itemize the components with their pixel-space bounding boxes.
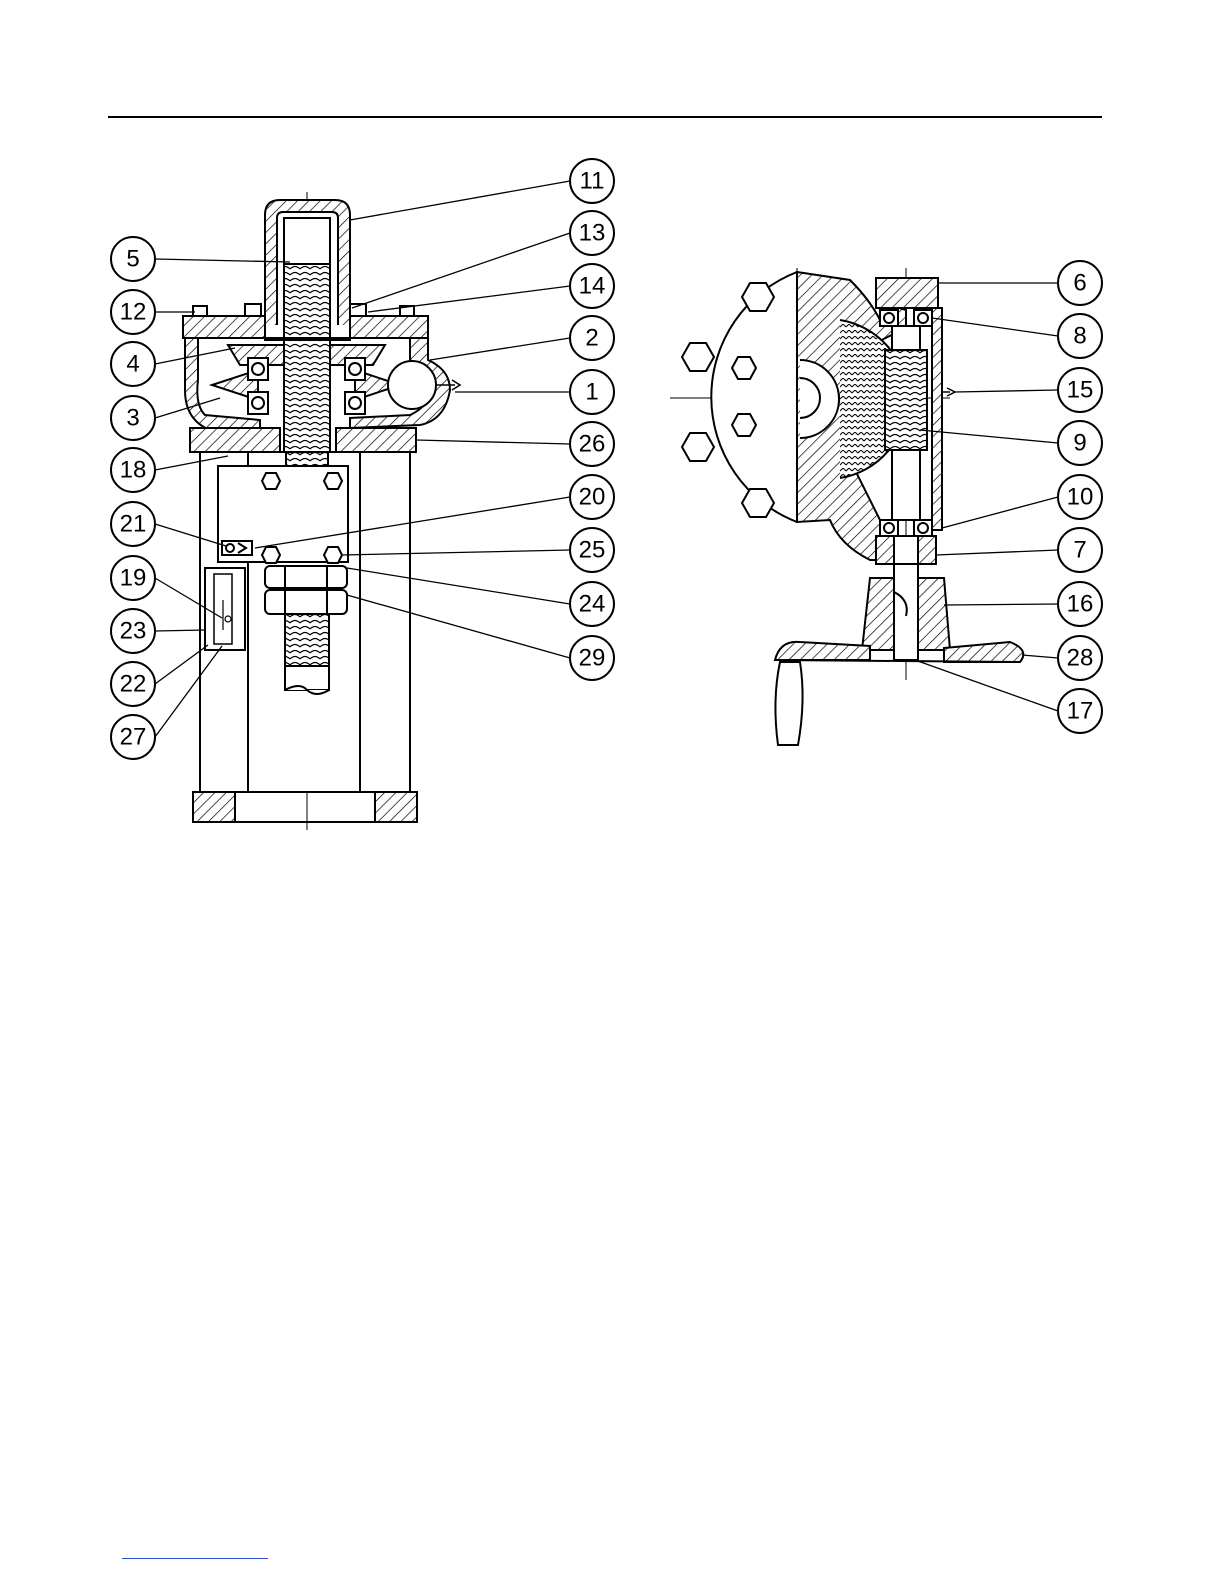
callout-label: 13	[579, 220, 606, 247]
callout-24: 24	[570, 582, 614, 626]
callout-label: 28	[1067, 645, 1094, 672]
callout-label: 29	[579, 645, 606, 672]
callout-label: 27	[120, 724, 147, 751]
callout-label: 8	[1073, 323, 1086, 350]
callout-label: 23	[120, 618, 147, 645]
callout-label: 4	[126, 351, 139, 378]
callout-6: 6	[1058, 261, 1102, 305]
callout-label: 2	[585, 325, 598, 352]
callout-label: 6	[1073, 270, 1086, 297]
callout-25: 25	[570, 528, 614, 572]
callout-2: 2	[570, 316, 614, 360]
callout-label: 16	[1067, 591, 1094, 618]
callout-label: 20	[579, 484, 606, 511]
callout-3: 3	[111, 396, 155, 440]
callout-7: 7	[1058, 528, 1102, 572]
callout-11: 11	[570, 159, 614, 203]
callout-9: 9	[1058, 421, 1102, 465]
left-section-view	[183, 192, 460, 830]
callout-22: 22	[111, 662, 155, 706]
callout-label: 11	[580, 168, 605, 195]
callout-label: 10	[1067, 484, 1094, 511]
callout-label: 9	[1073, 430, 1086, 457]
callout-label: 22	[120, 671, 147, 698]
callout-label: 1	[585, 379, 598, 406]
callout-label: 15	[1067, 377, 1094, 404]
callout-label: 17	[1067, 698, 1094, 725]
callout-label: 5	[126, 246, 139, 273]
callout-label: 19	[120, 565, 147, 592]
callout-29: 29	[570, 636, 614, 680]
callout-12: 12	[111, 290, 155, 334]
callout-4: 4	[111, 342, 155, 386]
callout-19: 19	[111, 556, 155, 600]
right-section-view	[670, 268, 1023, 745]
callout-21: 21	[111, 502, 155, 546]
callout-16: 16	[1058, 582, 1102, 626]
callout-23: 23	[111, 609, 155, 653]
callout-label: 3	[126, 405, 139, 432]
callout-20: 20	[570, 475, 614, 519]
callout-label: 26	[579, 431, 606, 458]
callout-label: 21	[120, 511, 147, 538]
callout-5: 5	[111, 237, 155, 281]
callout-label: 12	[120, 299, 147, 326]
callout-label: 18	[120, 457, 147, 484]
callout-13: 13	[570, 211, 614, 255]
callout-1: 1	[570, 370, 614, 414]
callout-18: 18	[111, 448, 155, 492]
callout-label: 14	[579, 273, 606, 300]
callout-14: 14	[570, 264, 614, 308]
callout-28: 28	[1058, 636, 1102, 680]
callout-8: 8	[1058, 314, 1102, 358]
callout-17: 17	[1058, 689, 1102, 733]
callout-27: 27	[111, 715, 155, 759]
footer-rule	[122, 1558, 268, 1559]
callout-26: 26	[570, 422, 614, 466]
callout-10: 10	[1058, 475, 1102, 519]
callout-label: 25	[579, 537, 606, 564]
callout-label: 24	[579, 591, 606, 618]
callout-15: 15	[1058, 368, 1102, 412]
callout-label: 7	[1073, 537, 1086, 564]
